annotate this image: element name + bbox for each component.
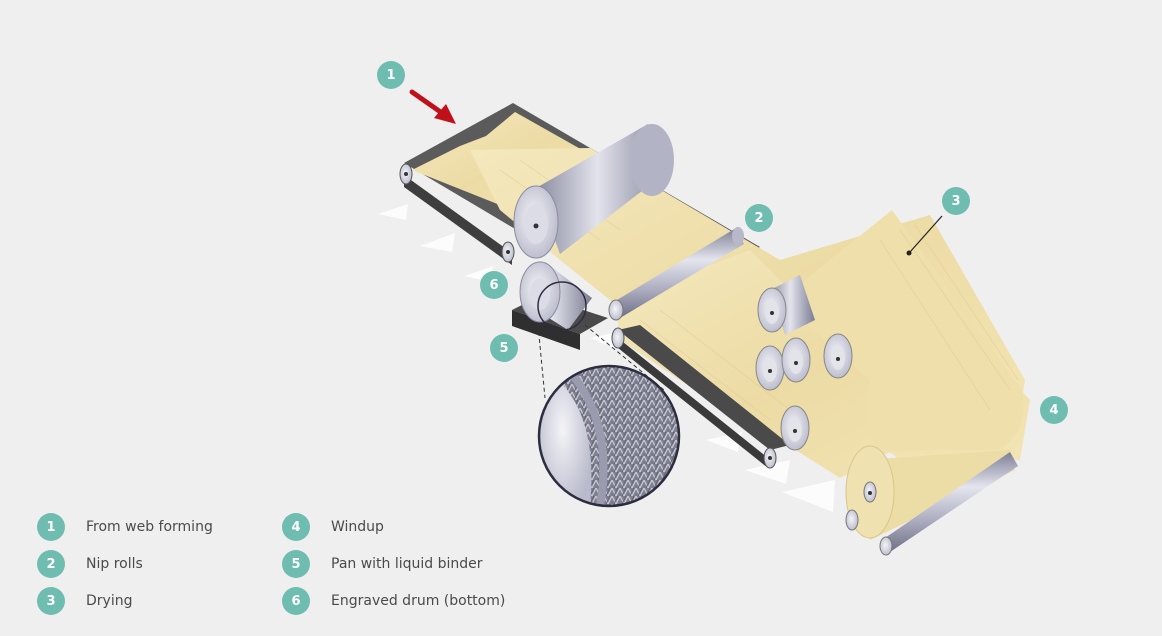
callout-6: 6 <box>480 271 508 299</box>
magnifier-detail <box>537 324 681 508</box>
output-conveyor <box>611 325 790 469</box>
drying-pointer <box>909 215 943 253</box>
legend-badge: 5 <box>282 550 310 578</box>
callout-4: 4 <box>1040 396 1068 424</box>
legend-label: From web forming <box>86 519 213 535</box>
legend-label: Windup <box>331 519 384 535</box>
legend-label: Nip rolls <box>86 556 143 572</box>
legend-item: 1 From web forming <box>37 513 213 541</box>
legend-item: 5 Pan with liquid binder <box>282 550 483 578</box>
top-roll <box>513 124 674 259</box>
legend-badge: 4 <box>282 513 310 541</box>
legend-badge: 6 <box>282 587 310 615</box>
legend-label: Pan with liquid binder <box>331 556 483 572</box>
legend-item: 6 Engraved drum (bottom) <box>282 587 505 615</box>
legend-item: 2 Nip rolls <box>37 550 143 578</box>
drying-rolls <box>755 275 853 451</box>
engraved-drum <box>512 261 608 350</box>
nip-roll <box>608 227 744 321</box>
callout-2: 2 <box>745 204 773 232</box>
callout-1: 1 <box>377 61 405 89</box>
legend-badge: 1 <box>37 513 65 541</box>
legend-badge: 2 <box>37 550 65 578</box>
legend-badge: 3 <box>37 587 65 615</box>
web-sheet <box>470 148 1030 478</box>
drying-pointer-dot <box>906 250 912 256</box>
windup-roll <box>845 445 1018 556</box>
legend-item: 4 Windup <box>282 513 384 541</box>
callout-3: 3 <box>942 187 970 215</box>
legend-label: Drying <box>86 593 133 609</box>
feed-arrow-icon <box>409 89 456 124</box>
callout-5: 5 <box>490 334 518 362</box>
legend-label: Engraved drum (bottom) <box>331 593 506 609</box>
legend-item: 3 Drying <box>37 587 132 615</box>
